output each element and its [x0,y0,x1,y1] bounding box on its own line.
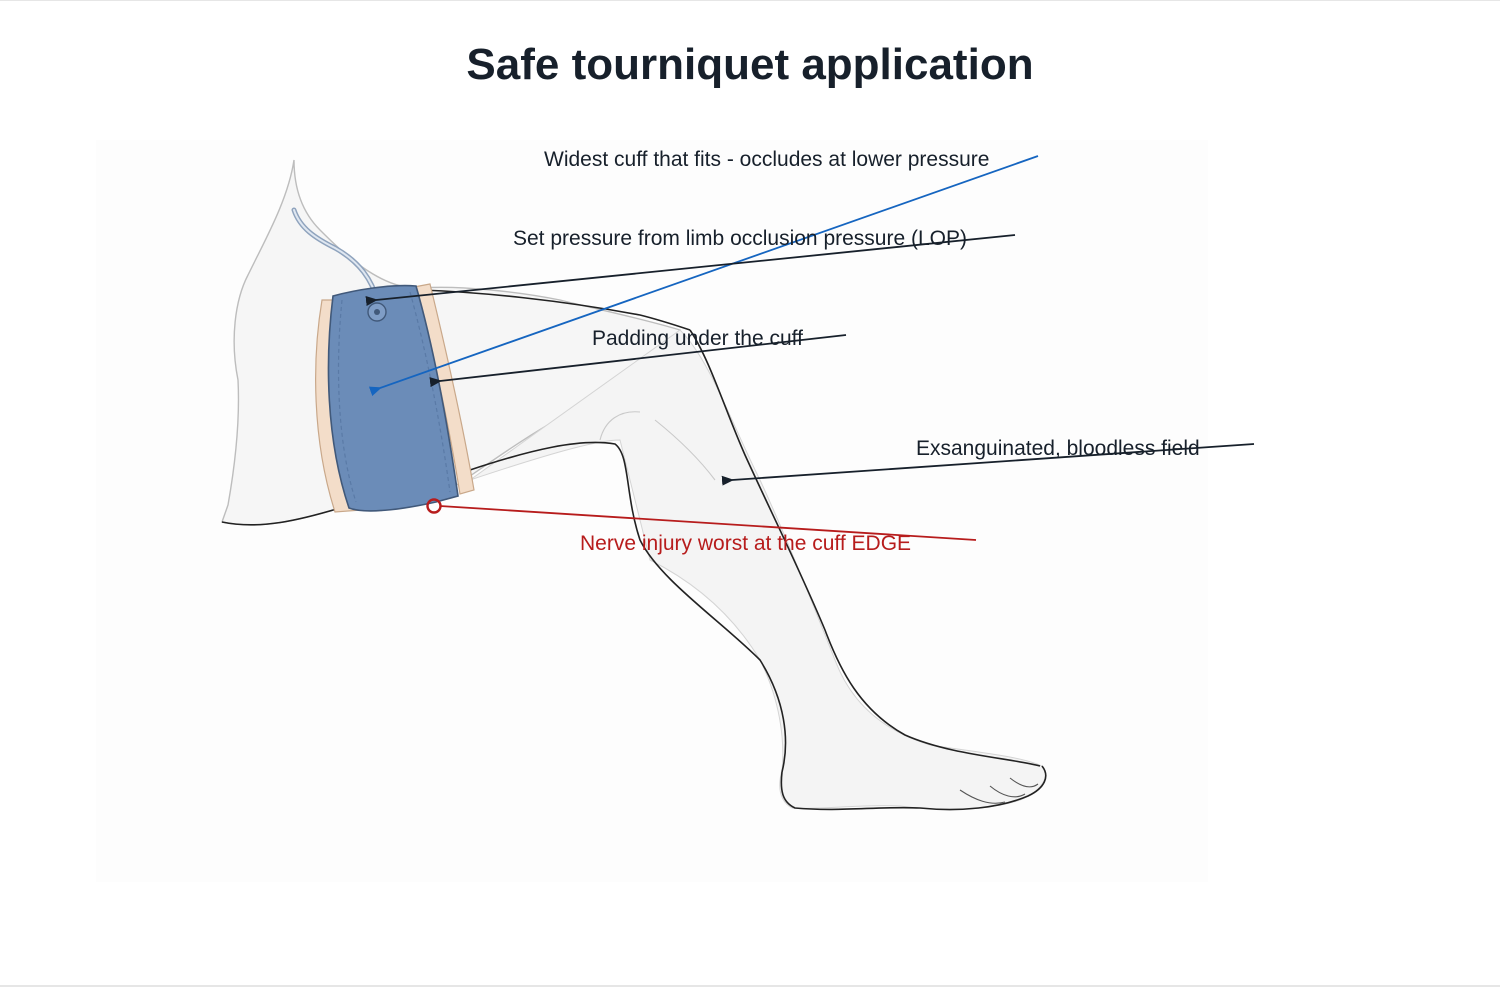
thigh-upper-contour [419,289,691,331]
calf-back-contour [469,441,787,773]
callout-set-pressure: Set pressure from limb occlusion pressur… [513,227,967,250]
callout-nerve-injury: Nerve injury worst at the cuff EDGE [580,532,912,555]
foot-sole-contour [780,765,1047,811]
leader-widest-cuff [368,155,1039,397]
leader-nerve-injury [439,505,977,541]
knee-detail [599,411,716,481]
toes-contour [959,777,1039,804]
callout-padding: Padding under the cuff [592,327,803,350]
leader-exsanguinated [721,443,1255,486]
callout-exsanguinated: Exsanguinated, bloodless field [916,437,1200,460]
bottom-border [0,985,1500,987]
thigh-lower-contour [221,507,341,526]
cuff-port-center [374,309,380,315]
diagram-title: Safe tourniquet application [466,40,1034,89]
tourniquet-tubing-highlight [293,209,379,303]
callout-widest-cuff: Widest cuff that fits - occludes at lowe… [544,148,990,171]
top-border [0,0,1500,1]
nerve-injury-marker [426,498,442,514]
cuff-seam [337,291,451,503]
shin-front-contour [689,329,1041,767]
leader-set-pressure [365,234,1016,306]
leader-padding [429,334,847,388]
tourniquet-cuff [327,284,459,512]
